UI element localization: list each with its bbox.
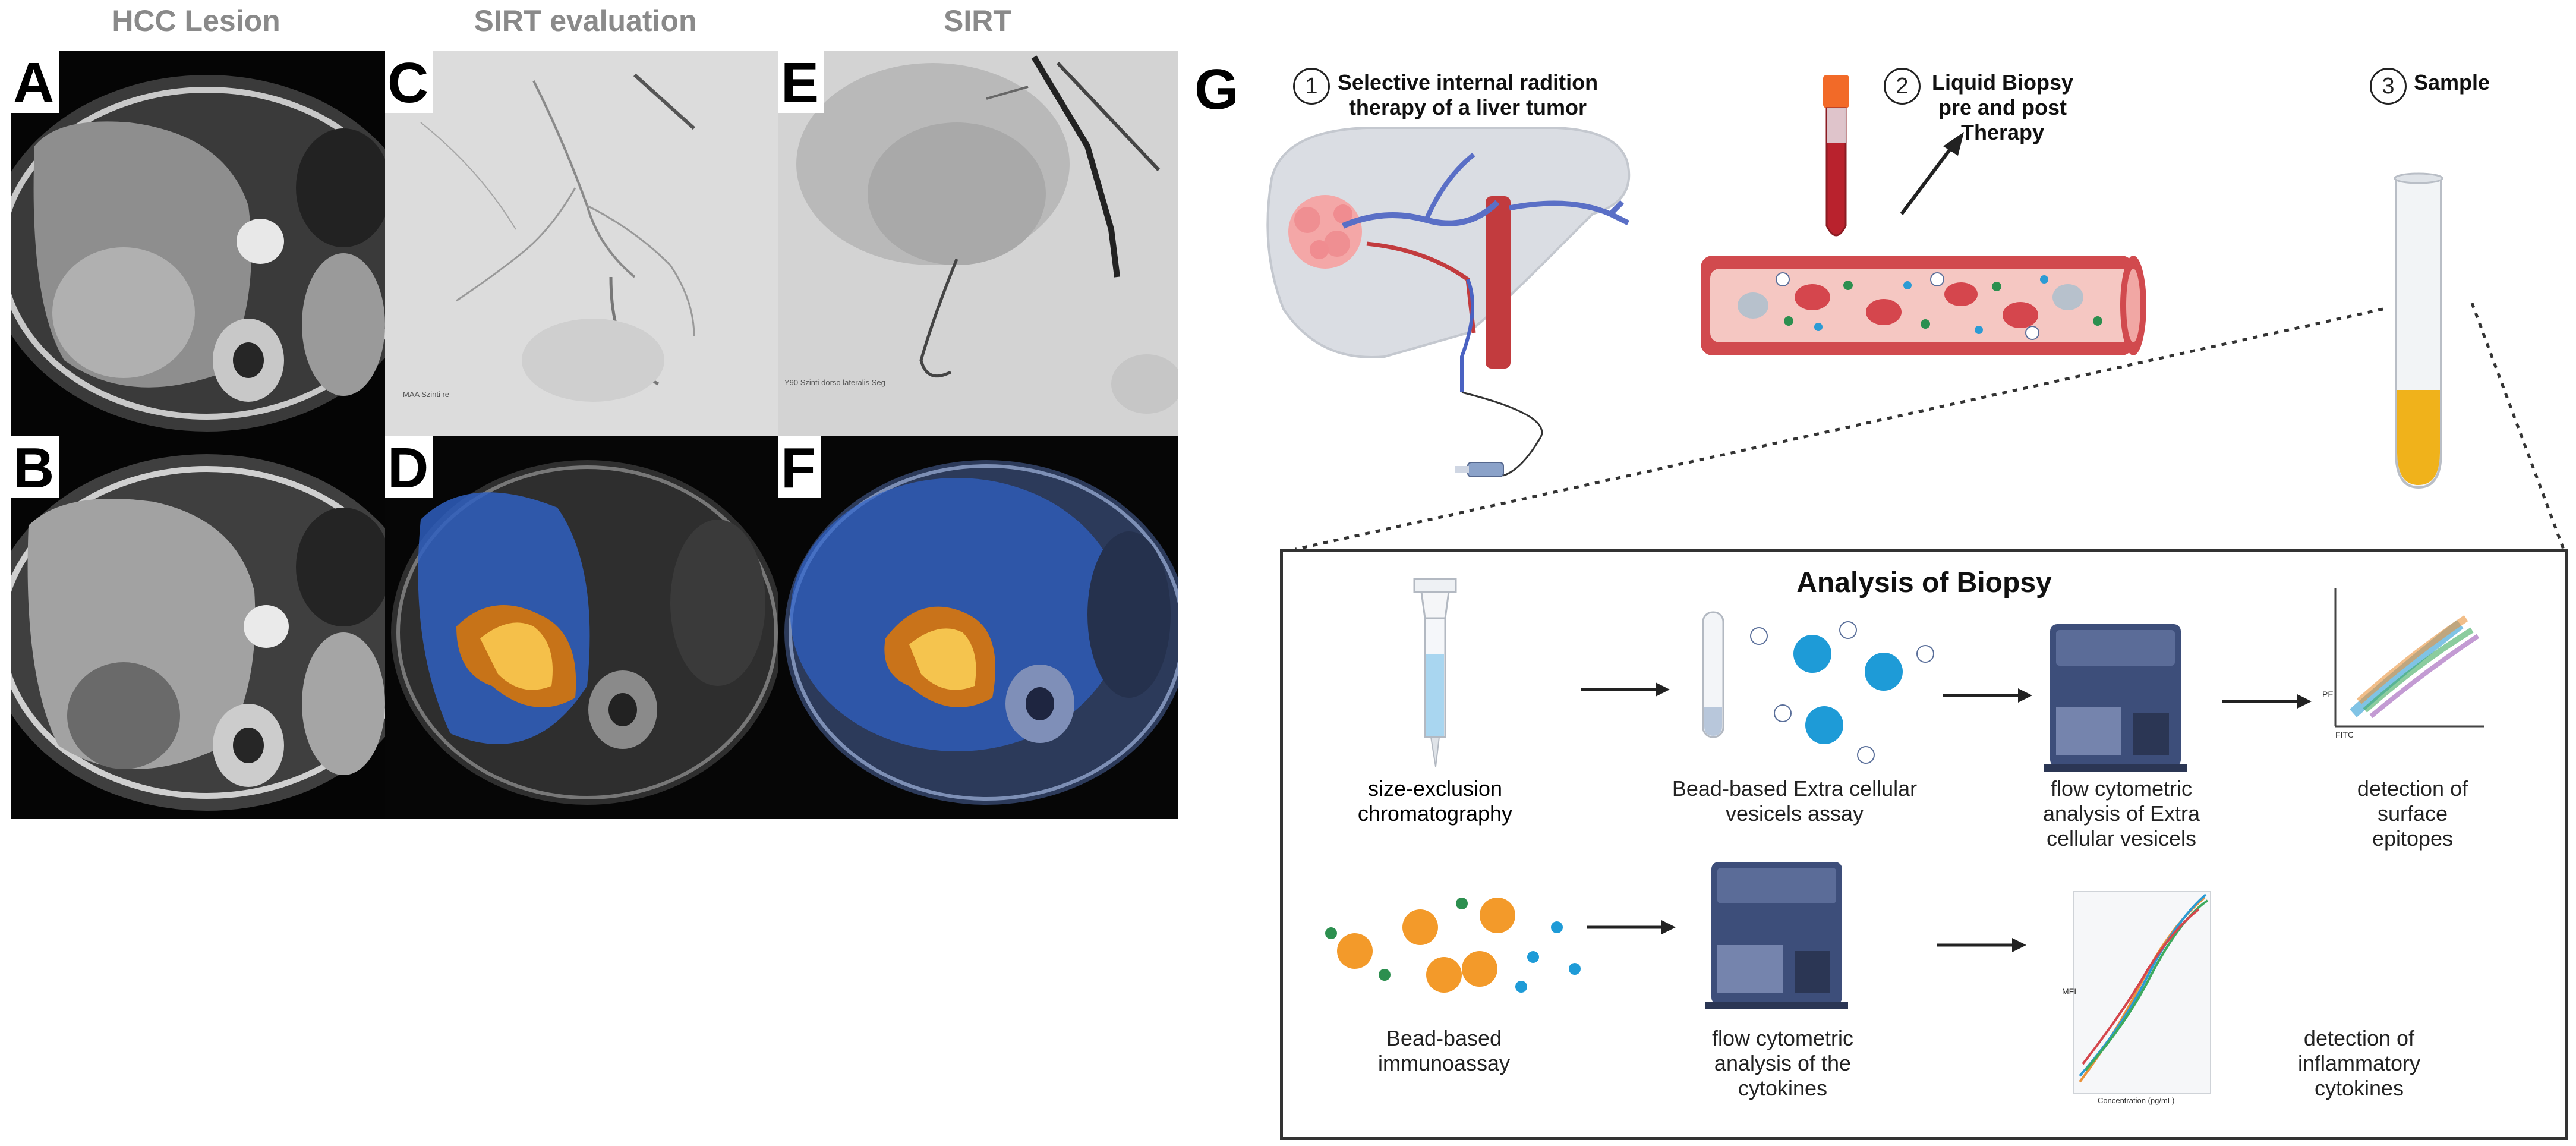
- scatter-y-axis-label: PE: [2322, 690, 2334, 699]
- step-2-number: 2: [1884, 68, 1921, 105]
- caption-immuno-line-2: immunoassay: [1377, 1051, 1511, 1075]
- caption-size-exclusion: size-exclusion chromatography: [1337, 776, 1533, 826]
- spect-image-f: [778, 436, 1178, 819]
- caption-flow-ev-line-1: flow cytometric: [2050, 776, 2193, 801]
- caption-bead-immunoassay: Bead-based immunoassay: [1343, 1026, 1545, 1076]
- panel-label-c: C: [385, 51, 434, 113]
- curve-x-axis-label: Concentration (pg/mL): [2098, 1096, 2175, 1105]
- caption-epitopes-line-1: detection of: [2357, 776, 2468, 801]
- panel-label-b: B: [11, 436, 59, 498]
- panel-label-g: G: [1194, 58, 1239, 121]
- caption-epitopes-line-2: surface: [2377, 801, 2448, 826]
- analysis-of-biopsy-panel: Analysis of Biopsy: [1280, 549, 2568, 1140]
- panel-b-ct-scan: B: [11, 436, 385, 819]
- caption-inflam-line-3: cytokines: [2314, 1076, 2404, 1100]
- panel-label-d: D: [385, 436, 434, 498]
- panel-e-caption: Y90 Szinti dorso lateralis Seg: [784, 378, 885, 387]
- panel-c-angiography: MAA Szinti re C: [385, 51, 778, 436]
- curve-y-axis-label: MFI: [2062, 987, 2077, 996]
- header-hcc-lesion: HCC Lesion: [112, 4, 280, 37]
- caption-ev-line-2: vesicels assay: [1725, 801, 1864, 826]
- header-sirt: SIRT: [944, 4, 1011, 37]
- step-1-title: Selective internal radition therapy of a…: [1331, 70, 1604, 120]
- caption-ev-assay: Bead-based Extra cellular vesicels assay: [1652, 776, 1937, 826]
- scatter-x-axis-label: FITC: [2335, 730, 2354, 739]
- step-1-line-2: therapy of a liver tumor: [1348, 95, 1587, 119]
- panel-d-spect-ct: D: [385, 436, 778, 819]
- caption-inflam-line-2: inflammatory: [2297, 1051, 2421, 1075]
- panel-e-angiography: Y90 Szinti dorso lateralis Seg E: [778, 51, 1178, 436]
- panel-label-a: A: [11, 51, 59, 113]
- caption-flow-cyt-line-1: flow cytometric: [1711, 1026, 1854, 1050]
- caption-immuno-line-1: Bead-based: [1386, 1026, 1502, 1050]
- panel-label-e: E: [778, 51, 824, 113]
- liver-illustration: [1266, 127, 1631, 477]
- step-3-title: Sample: [2414, 70, 2509, 95]
- blood-vessel-illustration: [1701, 256, 2146, 355]
- panel-c-caption: MAA Szinti re: [403, 390, 450, 399]
- caption-flow-ev-line-3: cellular vesicels: [2046, 826, 2197, 851]
- step-2-line-1: Liquid Biopsy: [1932, 70, 2073, 95]
- caption-flow-cyt-line-2: analysis of the: [1714, 1051, 1852, 1075]
- step-3-line-1: Sample: [2414, 70, 2490, 95]
- header-sirt-evaluation: SIRT evaluation: [474, 4, 697, 37]
- caption-flow-ev-line-2: analysis of Extra: [2042, 801, 2200, 826]
- caption-sec-line-1: size-exclusion: [1367, 776, 1503, 801]
- sample-tube-illustration: [2394, 172, 2443, 489]
- blood-tube-illustration: [1823, 75, 1849, 237]
- caption-inflammatory-cytokines: detection of inflammatory cytokines: [2270, 1026, 2448, 1101]
- panel-f-spect-ct: F: [778, 436, 1178, 819]
- caption-inflam-line-1: detection of: [2303, 1026, 2415, 1050]
- panel-a-ct-scan: A: [11, 51, 385, 436]
- panel-label-f: F: [778, 436, 821, 498]
- caption-flow-cytokines: flow cytometric analysis of the cytokine…: [1694, 1026, 1872, 1101]
- caption-flow-ev: flow cytometric analysis of Extra cellul…: [2020, 776, 2222, 851]
- step-1-line-1: Selective internal radition: [1337, 70, 1598, 95]
- caption-sec-line-2: chromatography: [1357, 801, 1513, 826]
- caption-ev-line-1: Bead-based Extra cellular: [1672, 776, 1918, 801]
- ct-image-a: [11, 51, 385, 436]
- step-2-line-2: pre and post: [1938, 95, 2067, 119]
- analysis-title: Analysis of Biopsy: [1796, 567, 2052, 599]
- angiography-image-e: [778, 51, 1178, 436]
- step-3-number: 3: [2370, 68, 2407, 105]
- step-2-line-3: Therapy: [1960, 120, 2045, 144]
- step-2-title: Liquid Biopsy pre and post Therapy: [1925, 70, 2080, 145]
- caption-flow-cyt-line-3: cytokines: [1738, 1076, 1828, 1100]
- caption-epitopes-line-3: epitopes: [2372, 826, 2454, 851]
- caption-surface-epitopes: detection of surface epitopes: [2335, 776, 2490, 851]
- angiography-image-c: [385, 51, 778, 436]
- step-1-number: 1: [1293, 68, 1330, 105]
- spect-image-d: [385, 436, 778, 819]
- ct-image-b: [11, 436, 385, 819]
